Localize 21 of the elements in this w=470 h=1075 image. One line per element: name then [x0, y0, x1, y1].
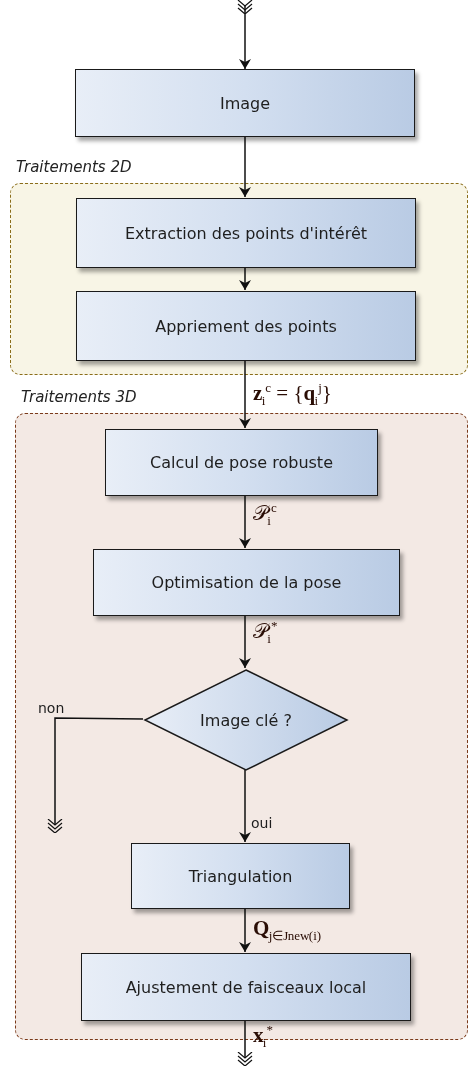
process-box: Optimisation de la pose	[93, 549, 400, 616]
arrow	[239, 614, 251, 669]
process-box: Image	[75, 69, 415, 137]
arrow	[239, 266, 251, 291]
process-box: Ajustement de faisceaux local	[81, 953, 411, 1021]
arrow	[237, 0, 253, 70]
process-box: Appriement des points	[76, 291, 416, 361]
arrow	[239, 494, 251, 549]
group-heading: Traitements 2D	[16, 158, 132, 176]
process-box: Extraction des points d'intérêt	[76, 198, 416, 268]
arrow	[239, 359, 251, 429]
edge-label: z$_{i}$$^{c}$ = {q$_{i}$$^{j}$}	[253, 380, 332, 410]
arrow	[239, 136, 251, 198]
edge-label: non	[38, 700, 65, 716]
process-box: Calcul de pose robuste	[105, 429, 378, 496]
process-box: Triangulation	[131, 843, 350, 909]
arrow	[239, 769, 251, 843]
edge-label: oui	[251, 815, 273, 831]
decision-text: Image clé ?	[200, 710, 292, 730]
group-heading: Traitements 3D	[21, 388, 137, 406]
arrow	[239, 907, 251, 953]
